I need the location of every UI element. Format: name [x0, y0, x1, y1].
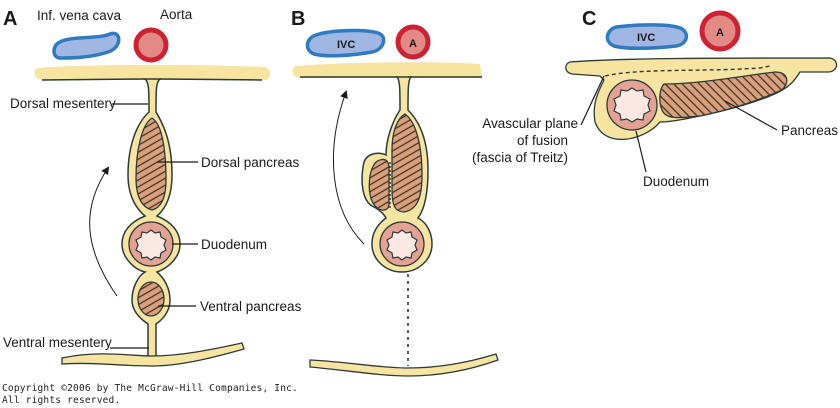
copyright-line-1: Copyright ©2006 by The McGraw-Hill Compa…: [2, 383, 298, 394]
aorta-shape: [699, 10, 741, 52]
dorsal-body-wall: [34, 64, 271, 80]
dorsal-pancreas: [391, 113, 423, 213]
dorsal-mesentery-label: Dorsal mesentery: [10, 96, 116, 111]
ivc-shape: [305, 28, 386, 58]
ivc-abbrev: IVC: [337, 39, 355, 51]
ivc-shape: [605, 23, 689, 50]
dorsal-body-wall: [292, 62, 482, 78]
pancreas-label: Pancreas: [781, 123, 838, 138]
panel-a: A Inf. vena cava Aorta Dorsal mesentery …: [3, 7, 302, 367]
duodenum-lumen: [135, 229, 167, 261]
ventral-mesentery-label: Ventral mesentery: [3, 335, 112, 350]
rotation-arrow: [89, 166, 118, 297]
aorta-shape: [395, 24, 431, 60]
aorta-abbrev: A: [409, 38, 417, 50]
ivc-shape: [52, 31, 121, 60]
duodenum-lumen: [613, 87, 651, 123]
fusion-label-line1: Avascular plane: [482, 116, 578, 131]
copyright-line-2: All rights reserved.: [2, 395, 121, 406]
duodenum-label: Duodenum: [643, 174, 709, 189]
fusion-label-line2: of fusion: [517, 133, 568, 148]
duodenum-lumen: [386, 229, 418, 261]
ventral-pancreas: [368, 158, 390, 211]
ivc-label: Inf. vena cava: [37, 8, 122, 23]
panel-a-letter: A: [3, 8, 17, 30]
panel-b: B IVC A: [291, 8, 499, 377]
dorsal-pancreas: [135, 117, 167, 211]
ventral-body-wall: [61, 342, 245, 367]
ivc-abbrev: IVC: [637, 32, 655, 44]
aorta-abbrev: A: [716, 27, 724, 39]
panel-c: C IVC A Avascular plane of fusion (fasci…: [472, 8, 838, 189]
duodenum-label: Duodenum: [201, 237, 267, 252]
ventral-body-wall: [309, 353, 499, 377]
aorta-label: Aorta: [160, 7, 193, 22]
ventral-pancreas-label: Ventral pancreas: [200, 299, 302, 314]
aorta-shape: [133, 27, 169, 63]
dorsal-pancreas-label: Dorsal pancreas: [201, 155, 300, 170]
panel-b-letter: B: [291, 8, 305, 30]
ventral-pancreas: [137, 281, 165, 317]
panel-c-letter: C: [582, 8, 596, 30]
fusion-label-line3: (fascia of Treitz): [472, 150, 568, 165]
rotation-arrow: [333, 90, 365, 245]
fusion-plane: [604, 65, 771, 77]
pancreas: [659, 71, 788, 119]
